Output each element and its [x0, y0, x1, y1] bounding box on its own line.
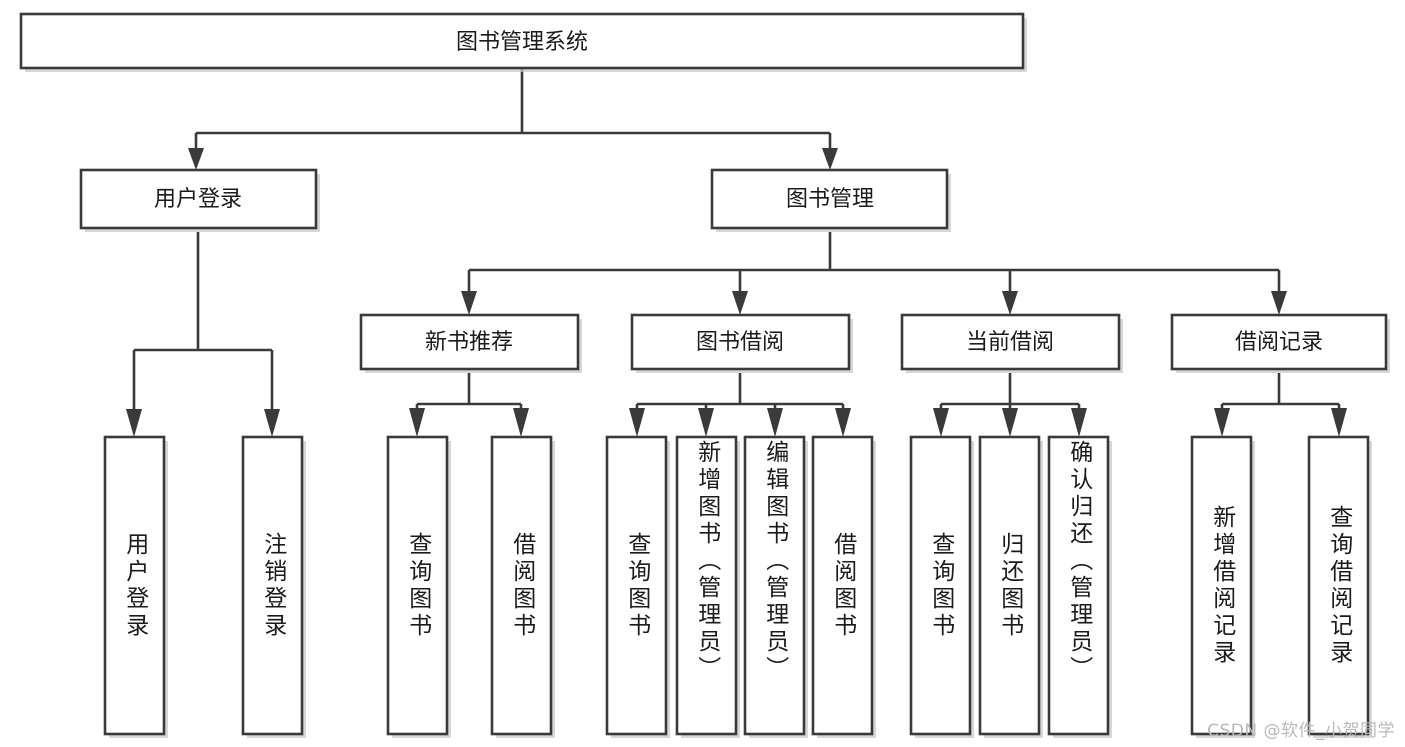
leaf-box-borrow-book-2[interactable] [811, 435, 874, 736]
node-new-book-recommend-label: 新书推荐 [425, 330, 513, 355]
leaf-box-add-record[interactable] [1190, 435, 1253, 736]
arrow-head-book-management [822, 148, 838, 170]
arrow-head-leaf-query-book-3 [933, 408, 949, 437]
node-book-management[interactable]: 图书管理 [710, 168, 951, 232]
leaf-box-logout-login[interactable] [241, 435, 304, 736]
node-user-login[interactable]: 用户登录 [79, 168, 320, 232]
arrow-head-leaf-confirm-return [1071, 408, 1087, 437]
arrow-head-leaf-query-book-2 [629, 408, 645, 437]
leaf-box-query-book-3[interactable] [909, 435, 972, 736]
leaf-box-confirm-return[interactable] [1047, 435, 1110, 736]
node-user-login-box[interactable] [79, 168, 318, 230]
node-user-login-label: 用户登录 [154, 187, 242, 212]
leaf-box-query-book-2[interactable] [605, 435, 668, 736]
leaf-box-return-book[interactable] [978, 435, 1041, 736]
leaf-box-borrow-book-1[interactable] [490, 435, 553, 736]
node-borrow-record-label: 借阅记录 [1235, 330, 1323, 355]
arrow-head-leaf-add-record [1214, 408, 1230, 437]
watermark-label: CSDN @软件_小贺同学 [1207, 721, 1395, 741]
arrow-head-leaf-edit-book [767, 408, 783, 437]
node-current-borrow[interactable]: 当前借阅 [900, 313, 1123, 373]
arrow-head-leaf-logout-login [264, 409, 280, 437]
node-current-borrow-label: 当前借阅 [966, 330, 1054, 355]
node-root-box[interactable] [19, 12, 1025, 70]
leaf-box-edit-book[interactable] [743, 435, 806, 736]
arrow-head-leaf-user-login [126, 409, 142, 437]
arrow-head-book-borrow [732, 291, 748, 315]
arrow-head-leaf-query-book-1 [409, 408, 425, 437]
node-current-borrow-box[interactable] [900, 313, 1121, 371]
node-book-borrow[interactable]: 图书借阅 [630, 313, 853, 373]
node-root[interactable]: 图书管理系统 [19, 12, 1027, 72]
node-new-book-recommend[interactable]: 新书推荐 [359, 313, 582, 373]
arrow-head-user-login [188, 148, 204, 170]
node-new-book-recommend-box[interactable] [359, 313, 580, 371]
node-book-borrow-label: 图书借阅 [696, 330, 784, 355]
node-book-management-label: 图书管理 [786, 187, 874, 212]
leaf-box-layer [103, 435, 1372, 738]
leaf-box-query-record[interactable] [1307, 435, 1370, 736]
leaf-box-query-book-1[interactable] [386, 435, 449, 736]
node-book-management-box[interactable] [710, 168, 949, 230]
arrow-head-leaf-add-book [698, 408, 714, 437]
node-book-borrow-box[interactable] [630, 313, 851, 371]
arrow-head-new-book-recommend [461, 291, 477, 315]
arrow-head-borrow-record [1271, 291, 1287, 315]
node-root-label: 图书管理系统 [456, 30, 588, 55]
arrow-head-current-borrow [1002, 291, 1018, 315]
node-borrow-record-box[interactable] [1170, 313, 1388, 371]
arrow-head-leaf-return-book [1002, 408, 1018, 437]
node-borrow-record[interactable]: 借阅记录 [1170, 313, 1390, 373]
connector-layer [126, 68, 1347, 437]
leaf-box-user-login[interactable] [103, 435, 166, 736]
arrow-head-leaf-borrow-book-1 [513, 408, 529, 437]
arrow-head-leaf-query-record [1331, 408, 1347, 437]
arrow-head-leaf-borrow-book-2 [835, 408, 851, 437]
leaf-box-add-book[interactable] [675, 435, 738, 736]
